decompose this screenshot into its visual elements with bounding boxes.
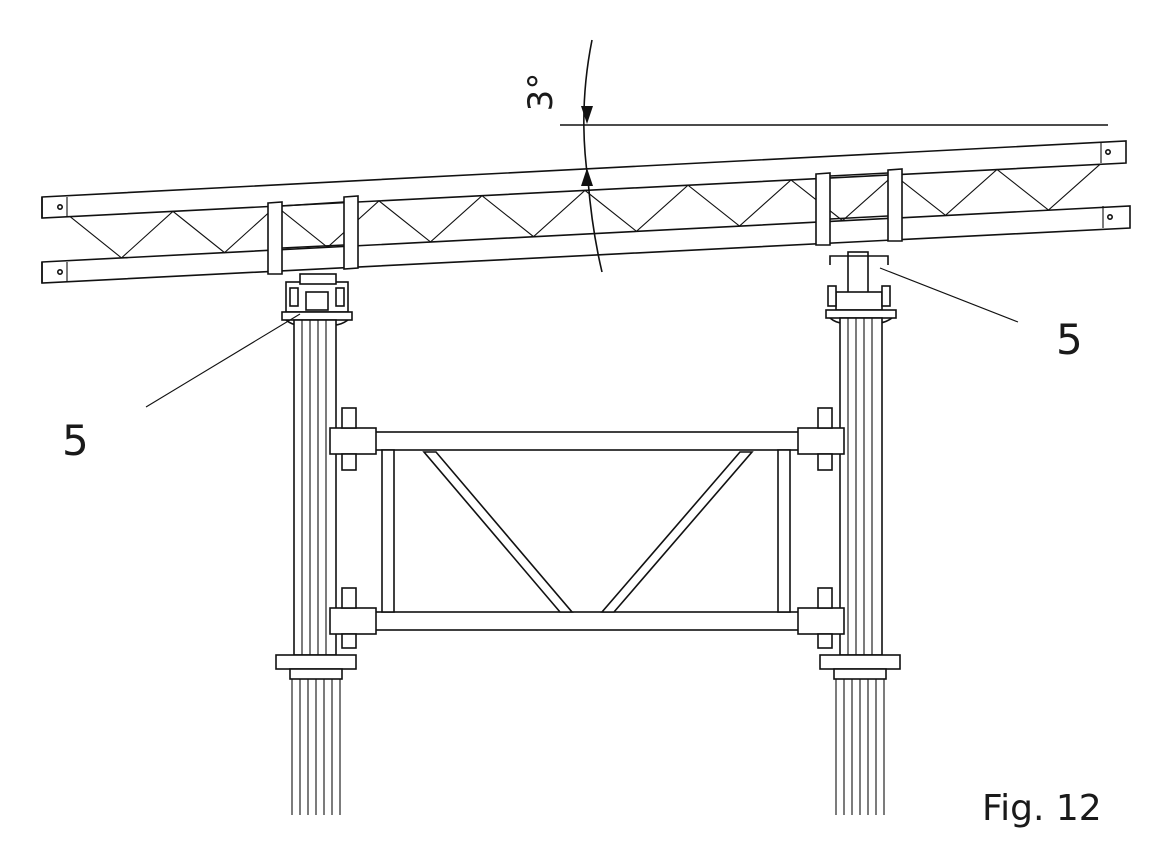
figure-caption: Fig. 12	[982, 788, 1102, 829]
beam-clamp-right	[815, 168, 903, 246]
angle-annotation: 3°	[521, 39, 1108, 273]
callout-left: 5	[62, 313, 301, 465]
angle-label: 3°	[521, 73, 561, 112]
callout-right: 5	[879, 267, 1083, 364]
right-column	[819, 251, 901, 815]
left-column	[275, 273, 357, 815]
callout-label-right: 5	[1056, 315, 1083, 364]
callout-label-left: 5	[62, 416, 89, 465]
cross-brace-frame	[329, 407, 845, 649]
beam-clamp-left	[267, 195, 359, 275]
